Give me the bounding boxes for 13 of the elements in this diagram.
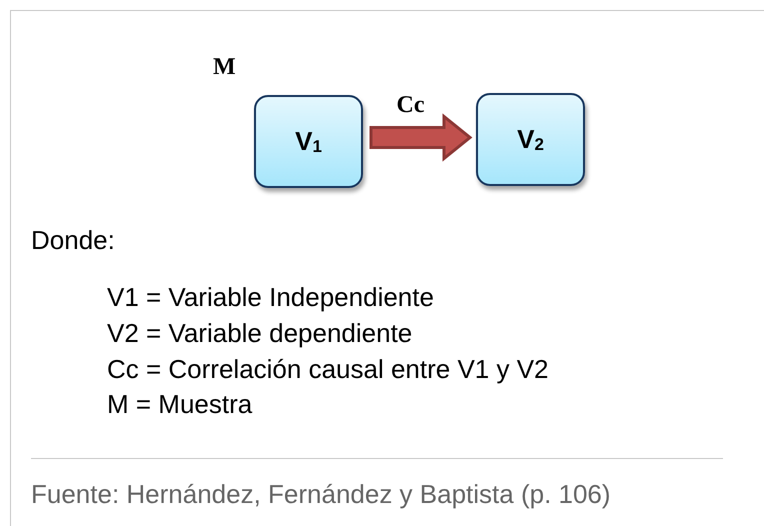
legend-entry: V2 = Variable dependiente xyxy=(107,319,412,349)
arrow xyxy=(370,113,472,162)
variable-box xyxy=(476,93,585,186)
edge-label: Cc xyxy=(396,92,424,119)
source-caption: Fuente: Hernández, Fernández y Baptista (p. 106) xyxy=(31,480,611,510)
variable-label: V$_{1}$ xyxy=(295,126,322,157)
symbol-label: M xyxy=(213,54,236,82)
legend-heading: Donde: xyxy=(31,226,115,256)
variable-box xyxy=(254,95,363,188)
legend-entry: Cc = Correlación causal entre V1 y V2 xyxy=(107,355,548,385)
legend-entry: V1 = Variable Independiente xyxy=(107,283,434,313)
variable-label: V$_{2}$ xyxy=(517,124,544,155)
legend-entry: M = Muestra xyxy=(107,390,252,420)
